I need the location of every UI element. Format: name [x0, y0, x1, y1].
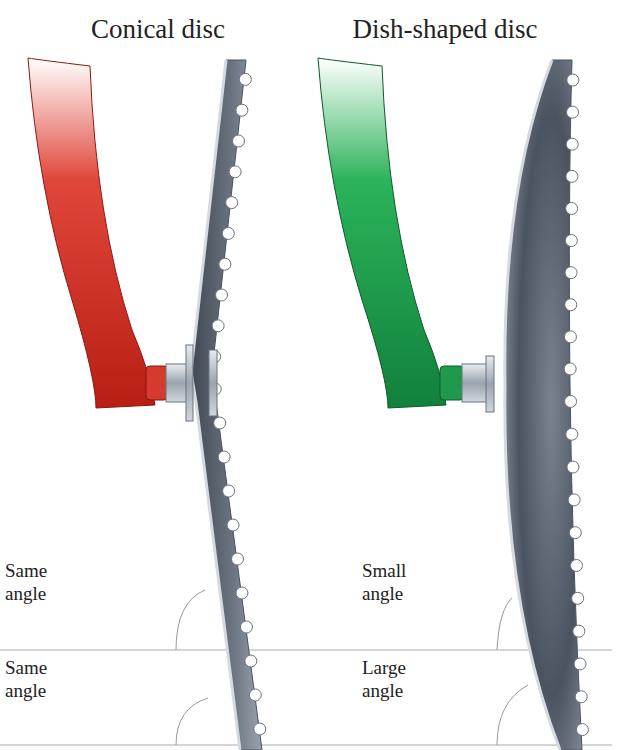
- green-arm: [318, 58, 446, 408]
- angle-arc: [497, 598, 512, 650]
- angle-label: Large angle: [362, 657, 432, 703]
- tooth-notch: [254, 723, 266, 735]
- angle-arc: [497, 685, 528, 745]
- tooth-notch: [574, 658, 586, 670]
- tooth-notch: [566, 138, 578, 150]
- flange: [209, 350, 217, 416]
- separator-line: [0, 745, 612, 746]
- tooth-notch: [575, 691, 587, 703]
- tooth-notch: [227, 519, 239, 531]
- tooth-notch: [567, 461, 579, 473]
- arm: [28, 58, 155, 408]
- tooth-notch: [245, 655, 257, 667]
- tooth-notch: [232, 553, 244, 565]
- tooth-notch: [236, 104, 248, 116]
- tooth-notch: [573, 625, 585, 637]
- panel-heading: Dish-shaped disc: [352, 14, 537, 45]
- disc-body: [191, 60, 262, 750]
- hub: [166, 364, 188, 402]
- tooth-notch: [572, 592, 584, 604]
- tooth-notch: [565, 267, 577, 279]
- hub-ring: [440, 366, 464, 400]
- tooth-notch: [249, 689, 261, 701]
- tooth-notch: [219, 258, 231, 270]
- tooth-notch: [226, 197, 238, 209]
- tooth-notch: [214, 417, 226, 429]
- angle-label: Same angle: [5, 560, 75, 606]
- disc-body: [505, 60, 582, 750]
- tooth-notch: [212, 320, 224, 332]
- tooth-notch: [569, 527, 581, 539]
- panel-heading: Conical disc: [91, 14, 225, 45]
- flange: [486, 356, 494, 412]
- tooth-notches: [209, 73, 266, 735]
- tooth-notch: [565, 235, 577, 247]
- conical-disc: [191, 60, 266, 750]
- tooth-notch: [218, 451, 230, 463]
- angle-label: Small angle: [362, 560, 432, 606]
- tooth-notch: [233, 135, 245, 147]
- hub: [462, 364, 488, 402]
- tooth-notch: [565, 299, 577, 311]
- tooth-notch: [576, 724, 588, 736]
- tooth-notch: [567, 106, 579, 118]
- tooth-notch: [566, 428, 578, 440]
- tooth-notch: [236, 587, 248, 599]
- tooth-notch: [568, 494, 580, 506]
- tooth-notch: [222, 227, 234, 239]
- disc-rim: [505, 60, 560, 750]
- tooth-notch: [564, 331, 576, 343]
- dish-disc: [505, 60, 589, 750]
- angle-label: Same angle: [5, 657, 75, 703]
- conical-hub: [146, 345, 217, 421]
- tooth-notch: [240, 621, 252, 633]
- tooth-notch: [216, 289, 228, 301]
- tooth-notch: [565, 395, 577, 407]
- hub-ring: [146, 366, 168, 400]
- angle-arc: [176, 590, 205, 650]
- flange: [186, 345, 193, 421]
- tooth-notch: [566, 202, 578, 214]
- tooth-notch: [566, 170, 578, 182]
- tooth-notch: [567, 74, 579, 86]
- tooth-notch: [239, 73, 251, 85]
- tooth-notch: [564, 363, 576, 375]
- red-arm: [28, 58, 155, 408]
- dish-hub: [440, 356, 494, 412]
- angle-arc: [176, 698, 208, 745]
- disc-rim: [191, 60, 240, 750]
- tooth-notches: [564, 74, 588, 736]
- arm: [318, 58, 446, 408]
- tooth-notch: [571, 560, 583, 572]
- tooth-notch: [223, 485, 235, 497]
- separator-line: [0, 650, 612, 651]
- tooth-notch: [229, 166, 241, 178]
